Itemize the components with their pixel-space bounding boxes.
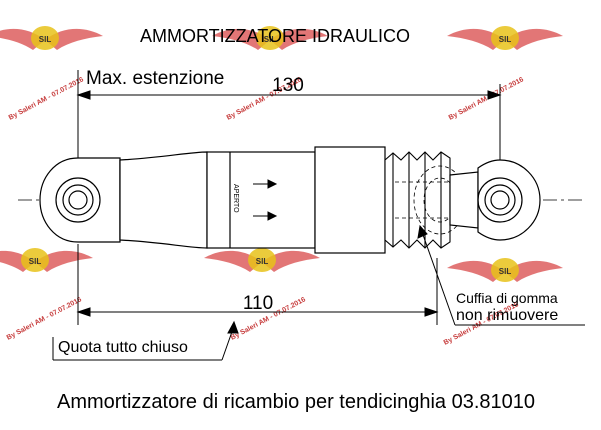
boot-note-line1: Cuffia di gomma bbox=[456, 290, 558, 306]
dimension-130 bbox=[76, 70, 502, 172]
closed-length-leader bbox=[52, 320, 239, 361]
watermark-logo-6 bbox=[447, 258, 563, 282]
watermark-logo-5 bbox=[204, 248, 320, 272]
dimension-110 bbox=[76, 244, 439, 325]
closed-length-label: Quota tutto chiuso bbox=[58, 339, 188, 356]
piston-rod bbox=[449, 171, 479, 229]
watermark-logo-3 bbox=[447, 26, 563, 50]
boot-note-leader bbox=[417, 224, 585, 326]
watermark-text-3: By Saleri AM - 07.07.2016 bbox=[448, 76, 525, 122]
dimension-110-value: 110 bbox=[243, 293, 273, 314]
dimension-130-value: 130 bbox=[272, 75, 304, 96]
watermark-logo-1 bbox=[0, 26, 103, 50]
body-open-arrows bbox=[253, 179, 278, 221]
watermark-text-4: By Saleri AM - 07.07.2016 bbox=[6, 296, 83, 342]
drawing-title: AMMORTIZZATORE IDRAULICO bbox=[140, 26, 410, 46]
watermark-logo-4 bbox=[0, 248, 93, 272]
boot-note-line2: non rimuovere bbox=[456, 307, 558, 324]
rubber-boot bbox=[384, 151, 451, 249]
body-open-text: APERTO bbox=[232, 184, 239, 213]
left-mounting-eye bbox=[39, 157, 121, 243]
caption: Ammortizzatore di ricambio per tendicing… bbox=[57, 391, 535, 413]
cylinder-body bbox=[119, 146, 386, 254]
right-mounting-eye bbox=[477, 159, 541, 241]
max-extension-label: Max. estenzione bbox=[86, 68, 224, 89]
watermark-text-1: By Saleri AM - 07.07.2016 bbox=[8, 76, 85, 122]
